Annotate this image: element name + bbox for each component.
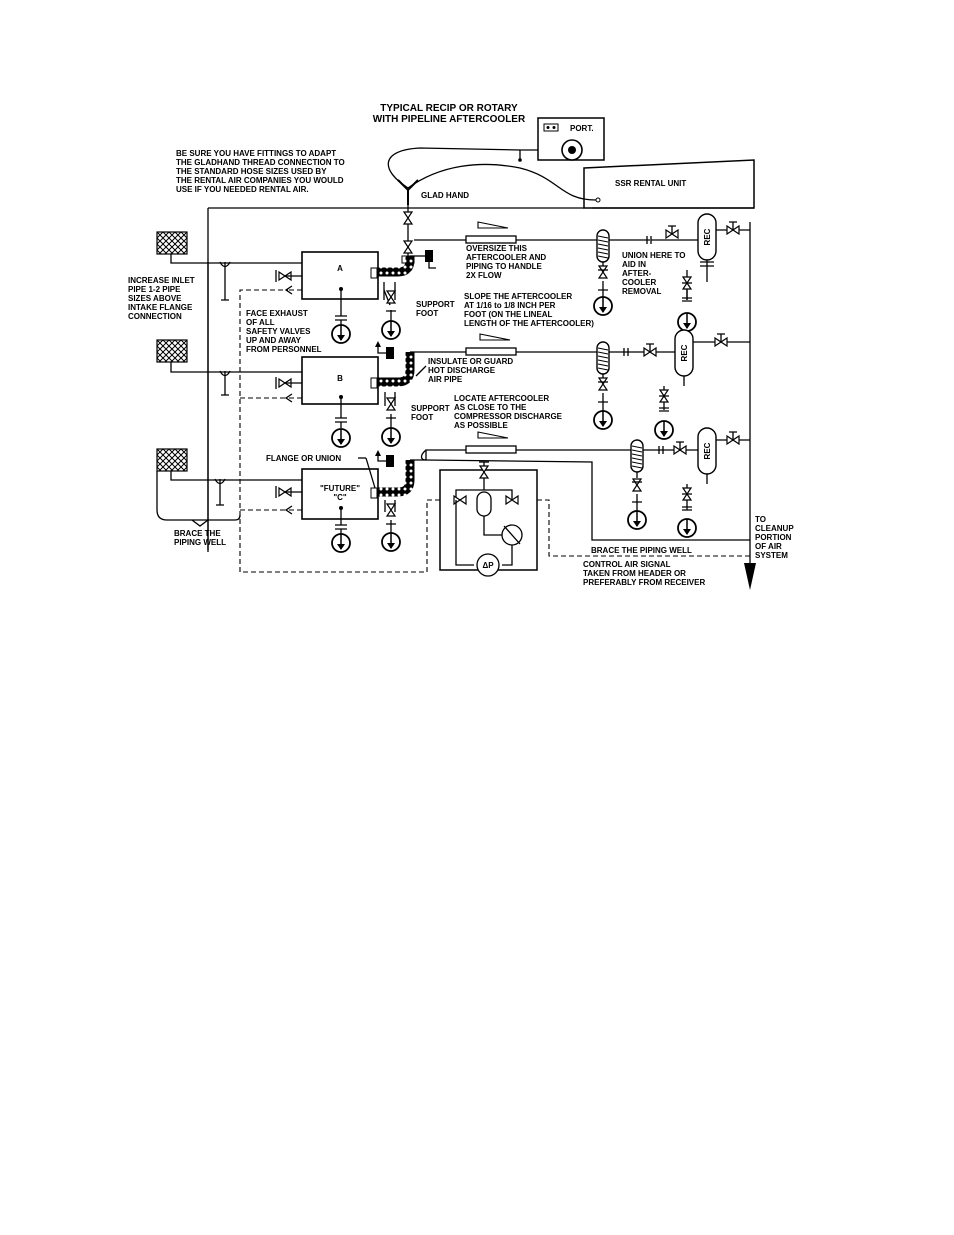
note-control-signal: CONTROL AIR SIGNAL TAKEN FROM HEADER OR … (583, 560, 705, 587)
svg-text:TO: TO (755, 515, 766, 524)
svg-text:SLOPE THE AFTERCOOLER: SLOPE THE AFTERCOOLER (464, 292, 572, 301)
compressor-c-label-2: "C" (333, 493, 347, 502)
svg-text:AS CLOSE TO THE: AS CLOSE TO THE (454, 403, 527, 412)
svg-text:FROM PERSONNEL: FROM PERSONNEL (246, 345, 322, 354)
svg-text:THE RENTAL AIR COMPANIES YOU W: THE RENTAL AIR COMPANIES YOU WOULD (176, 176, 344, 185)
compressor-c-label-1: "FUTURE" (320, 484, 360, 493)
note-brace-left: BRACE THE PIPING WELL (174, 529, 226, 547)
svg-text:SAFETY VALVES: SAFETY VALVES (246, 327, 311, 336)
svg-text:AID IN: AID IN (622, 260, 646, 269)
svg-text:LENGTH OF THE AFTERCOOLER): LENGTH OF THE AFTERCOOLER) (464, 319, 594, 328)
svg-text:REC: REC (680, 344, 689, 361)
compressor-b-label: B (337, 374, 343, 383)
note-locate: LOCATE AFTERCOOLER AS CLOSE TO THE COMPR… (454, 394, 563, 430)
note-slope: SLOPE THE AFTERCOOLER AT 1/16 to 1/8 INC… (464, 292, 594, 328)
row-a: A REC (156, 213, 750, 344)
svg-text:REMOVAL: REMOVAL (622, 287, 662, 296)
note-flange-union: FLANGE OR UNION (266, 454, 341, 463)
svg-text:INTAKE FLANGE: INTAKE FLANGE (128, 303, 193, 312)
svg-text:UP AND AWAY: UP AND AWAY (246, 336, 302, 345)
svg-text:COOLER: COOLER (622, 278, 656, 287)
note-cleanup: TO CLEANUP PORTION OF AIR SYSTEM (755, 515, 794, 560)
svg-text:SIZES ABOVE: SIZES ABOVE (128, 294, 182, 303)
note-brace-bottom: BRACE THE PIPING WELL (591, 546, 692, 555)
svg-text:PIPING WELL: PIPING WELL (174, 538, 226, 547)
svg-text:SUPPORT: SUPPORT (416, 300, 455, 309)
svg-text:REC: REC (703, 442, 712, 459)
svg-text:INCREASE INLET: INCREASE INLET (128, 276, 195, 285)
note-support-foot-1: SUPPORT FOOT (416, 300, 455, 318)
bypass-return-line (420, 449, 750, 541)
svg-text:BE SURE YOU HAVE FITTINGS TO A: BE SURE YOU HAVE FITTINGS TO ADAPT (176, 149, 336, 158)
svg-text:USE IF YOU NEEDED RENTAL AIR.: USE IF YOU NEEDED RENTAL AIR. (176, 185, 309, 194)
svg-text:LOCATE AFTERCOOLER: LOCATE AFTERCOOLER (454, 394, 549, 403)
svg-text:FOOT: FOOT (416, 309, 438, 318)
rental-hose-ssr (407, 163, 597, 201)
glad-hand-label: GLAD HAND (421, 191, 469, 200)
svg-text:AS POSSIBLE: AS POSSIBLE (454, 421, 508, 430)
row-b: B REC (156, 329, 750, 448)
svg-text:AIR PIPE: AIR PIPE (428, 375, 463, 384)
svg-text:SYSTEM: SYSTEM (755, 551, 788, 560)
svg-text:CONTROL AIR SIGNAL: CONTROL AIR SIGNAL (583, 560, 671, 569)
svg-text:UNION HERE TO: UNION HERE TO (622, 251, 685, 260)
compressor-c (301, 468, 379, 520)
ssr-rental-unit: SSR RENTAL UNIT (583, 159, 755, 209)
svg-text:FOOT: FOOT (411, 413, 433, 422)
note-support-foot-2: SUPPORT FOOT (411, 404, 450, 422)
cleanup-arrow-icon (744, 563, 756, 590)
svg-text:OVERSIZE THIS: OVERSIZE THIS (466, 244, 528, 253)
glad-hand-icon (397, 179, 419, 205)
compressor-a-label: A (337, 264, 343, 273)
svg-text:2X FLOW: 2X FLOW (466, 271, 502, 280)
svg-text:OF ALL: OF ALL (246, 318, 275, 327)
diagram-title-line-1: TYPICAL RECIP OR ROTARY (380, 103, 518, 114)
aftercooler-b (465, 347, 517, 356)
svg-text:AFTERCOOLER AND: AFTERCOOLER AND (466, 253, 546, 262)
svg-text:SUPPORT: SUPPORT (411, 404, 450, 413)
fittings-note: BE SURE YOU HAVE FITTINGS TO ADAPT THE G… (176, 149, 345, 194)
svg-text:HOT DISCHARGE: HOT DISCHARGE (428, 366, 496, 375)
compressor-a (301, 251, 379, 300)
diagram-title-line-2: WITH PIPELINE AFTERCOOLER (373, 114, 526, 125)
ssr-rental-unit-label: SSR RENTAL UNIT (615, 179, 686, 188)
aftercooler-a (465, 235, 517, 244)
aftercooler-c (465, 445, 517, 454)
svg-text:AFTER-: AFTER- (622, 269, 652, 278)
svg-text:INSULATE OR GUARD: INSULATE OR GUARD (428, 357, 513, 366)
svg-text:TAKEN FROM HEADER OR: TAKEN FROM HEADER OR (583, 569, 686, 578)
port-label: PORT. (570, 124, 594, 133)
note-union: UNION HERE TO AID IN AFTER- COOLER REMOV… (622, 251, 685, 296)
row-c: "FUTURE" "C" REC (156, 427, 750, 553)
svg-text:PIPE 1-2 PIPE: PIPE 1-2 PIPE (128, 285, 181, 294)
svg-text:CONNECTION: CONNECTION (128, 312, 182, 321)
portable-compressor: PORT. (518, 117, 605, 162)
svg-text:PIPING TO HANDLE: PIPING TO HANDLE (466, 262, 543, 271)
note-insulate: INSULATE OR GUARD HOT DISCHARGE AIR PIPE (428, 357, 513, 384)
svg-text:PREFERABLY FROM RECEIVER: PREFERABLY FROM RECEIVER (583, 578, 705, 587)
note-face-exhaust: FACE EXHAUST OF ALL SAFETY VALVES UP AND… (246, 309, 322, 354)
svg-text:OF AIR: OF AIR (755, 542, 782, 551)
svg-text:CLEANUP: CLEANUP (755, 524, 794, 533)
svg-text:FACE EXHAUST: FACE EXHAUST (246, 309, 308, 318)
svg-text:BRACE THE: BRACE THE (174, 529, 221, 538)
svg-text:PORTION: PORTION (755, 533, 792, 542)
svg-text:REC: REC (703, 228, 712, 245)
svg-text:THE GLADHAND THREAD CONNECTION: THE GLADHAND THREAD CONNECTION TO (176, 158, 345, 167)
brace-left-bracket (156, 471, 241, 521)
control-panel: ΔP (239, 289, 750, 577)
delta-p-label: ΔP (482, 561, 494, 570)
svg-text:THE STANDARD HOSE SIZES USED B: THE STANDARD HOSE SIZES USED BY (176, 167, 327, 176)
note-oversize: OVERSIZE THIS AFTERCOOLER AND PIPING TO … (466, 244, 546, 280)
svg-text:AT 1/16 to 1/8 INCH PER: AT 1/16 to 1/8 INCH PER (464, 301, 556, 310)
note-inlet: INCREASE INLET PIPE 1-2 PIPE SIZES ABOVE… (128, 276, 195, 321)
svg-text:COMPRESSOR DISCHARGE: COMPRESSOR DISCHARGE (454, 412, 563, 421)
svg-text:FOOT (ON THE LINEAL: FOOT (ON THE LINEAL (464, 310, 553, 319)
